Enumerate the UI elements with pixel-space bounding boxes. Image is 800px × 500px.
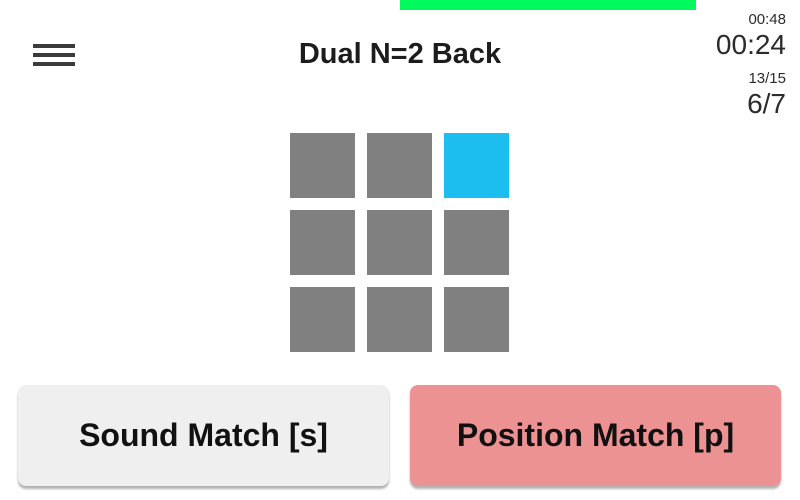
grid-cell: [290, 210, 355, 275]
menu-button[interactable]: [33, 44, 75, 66]
grid-cell: [444, 287, 509, 352]
grid-cell: [444, 210, 509, 275]
secondary-counter: 13/15: [748, 70, 786, 87]
grid-cell: [290, 287, 355, 352]
secondary-timer: 00:48: [748, 11, 786, 28]
progress-bar: [400, 0, 696, 10]
hamburger-icon: [33, 62, 75, 66]
primary-timer: 00:24: [715, 29, 786, 60]
stats-panel: 00:48 00:24 13/15 6/7: [716, 10, 786, 119]
sound-match-button[interactable]: Sound Match [s]: [18, 385, 389, 486]
grid-cell: [290, 133, 355, 198]
grid-cell-active: [444, 133, 509, 198]
grid-cell: [367, 287, 432, 352]
game-grid: [290, 133, 509, 352]
hamburger-icon: [33, 44, 75, 48]
hamburger-icon: [33, 53, 75, 57]
page-title: Dual N=2 Back: [298, 38, 502, 70]
grid-cell: [367, 133, 432, 198]
progress-track: [0, 0, 800, 10]
position-match-button[interactable]: Position Match [p]: [410, 385, 781, 486]
grid-cell: [367, 210, 432, 275]
primary-counter: 6/7: [747, 88, 786, 119]
